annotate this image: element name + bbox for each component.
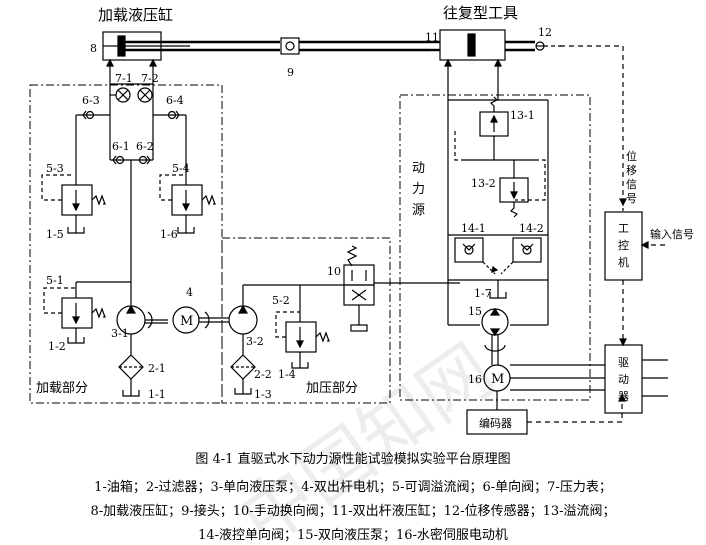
- loading-region: [29, 84, 223, 404]
- loading-cylinder: [102, 31, 280, 67]
- labels: 加载液压缸 往复型工具 8 9 11 12 7-1 7-2 6-3 6-4 6-…: [36, 4, 694, 430]
- svg-text:6-4: 6-4: [166, 94, 184, 107]
- svg-text:16: 16: [468, 373, 482, 386]
- industrial-controller: [604, 211, 665, 347]
- pressure-gauge-7-2: [137, 87, 153, 103]
- svg-text:驱: 驱: [618, 356, 629, 369]
- svg-text:M: M: [180, 314, 193, 329]
- svg-text:1-1: 1-1: [148, 388, 166, 401]
- figure-caption: 图 4-1 直驱式水下动力源性能试验模拟实验平台原理图: [195, 452, 511, 467]
- svg-text:动: 动: [412, 161, 425, 176]
- legend-line-3: 14-液控单向阀；15-双向液压泵；16-水密伺服电动机: [198, 528, 508, 543]
- svg-text:2-2: 2-2: [254, 368, 272, 381]
- svg-text:13-2: 13-2: [471, 177, 496, 190]
- svg-text:1-2: 1-2: [48, 340, 66, 353]
- tool-cylinder: [430, 29, 535, 67]
- pressure-gauge-7-1: [110, 87, 131, 103]
- svg-text:7-2: 7-2: [141, 72, 159, 85]
- filter-2-1: [118, 354, 144, 397]
- loading-part-label: 加载部分: [36, 381, 88, 396]
- legend-line-1: 1-油箱；2-过滤器；3-单向液压泵；4-双出杆电机；5-可调溢流阀；6-单向阀…: [94, 480, 612, 495]
- legend-line-2: 8-加载液压缸；9-接头；10-手动换向阀；11-双出杆液压缸；12-位移传感器…: [90, 504, 616, 519]
- displacement-sensor: [535, 41, 627, 211]
- svg-text:号: 号: [626, 192, 637, 205]
- pump-3-2: [222, 284, 344, 355]
- svg-text:6-3: 6-3: [82, 94, 100, 107]
- svg-text:6-1: 6-1: [112, 140, 130, 153]
- svg-text:工: 工: [618, 222, 629, 235]
- encoder: [466, 393, 626, 435]
- loading-pipes: [75, 66, 187, 305]
- svg-text:位: 位: [626, 149, 637, 163]
- svg-text:3-2: 3-2: [246, 335, 264, 348]
- power-source-pipes: [447, 66, 549, 326]
- relief-valve-13-2: [499, 160, 529, 218]
- bidirectional-pump: [481, 307, 509, 365]
- svg-text:1-7: 1-7: [474, 287, 492, 300]
- svg-text:5-3: 5-3: [46, 162, 64, 175]
- svg-text:9: 9: [287, 66, 294, 79]
- svg-text:M: M: [491, 372, 504, 387]
- power-source-region: [399, 94, 591, 401]
- svg-text:11: 11: [425, 31, 439, 44]
- pilot-check-valve-14-2: [491, 237, 542, 275]
- svg-text:6-2: 6-2: [136, 140, 154, 153]
- servo-driver: [604, 344, 668, 414]
- servo-motor: [483, 364, 605, 410]
- svg-text:1-4: 1-4: [278, 368, 296, 381]
- svg-text:15: 15: [468, 305, 482, 318]
- svg-text:信: 信: [626, 178, 637, 191]
- svg-text:力: 力: [412, 182, 425, 197]
- svg-text:14-2: 14-2: [519, 222, 544, 235]
- relief-valve-5-3: [41, 174, 106, 234]
- svg-text:源: 源: [412, 203, 425, 218]
- svg-text:3-1: 3-1: [111, 327, 129, 340]
- svg-text:1-6: 1-6: [160, 228, 178, 241]
- svg-text:1-5: 1-5: [46, 228, 64, 241]
- tank-1-7: [489, 280, 507, 299]
- svg-text:控: 控: [618, 238, 629, 252]
- svg-text:5-2: 5-2: [272, 294, 290, 307]
- svg-text:10: 10: [327, 265, 341, 278]
- svg-text:编码器: 编码器: [479, 416, 512, 430]
- svg-text:5-4: 5-4: [172, 162, 190, 175]
- filter-2-2: [230, 354, 256, 395]
- svg-text:5-1: 5-1: [46, 274, 64, 287]
- svg-text:13-1: 13-1: [510, 109, 535, 122]
- relief-valve-5-4: [159, 174, 216, 234]
- svg-text:输入信号: 输入信号: [650, 227, 694, 241]
- pressurizing-region: [221, 237, 391, 404]
- svg-text:8: 8: [90, 42, 97, 55]
- svg-text:2-1: 2-1: [148, 362, 166, 375]
- pressurizing-part-label: 加压部分: [306, 381, 358, 396]
- tool-title: 往复型工具: [443, 4, 518, 22]
- svg-text:动: 动: [618, 373, 629, 386]
- svg-text:4: 4: [186, 286, 193, 299]
- coupling: [280, 37, 430, 55]
- svg-text:1-3: 1-3: [254, 388, 272, 401]
- pilot-check-valve-14-1: [454, 237, 496, 275]
- svg-text:14-1: 14-1: [461, 222, 486, 235]
- motor-4: [172, 306, 222, 334]
- svg-text:器: 器: [618, 390, 629, 403]
- pump-3-1: [116, 304, 168, 355]
- manual-directional-valve: [343, 245, 460, 332]
- svg-text:机: 机: [618, 255, 629, 269]
- svg-text:7-1: 7-1: [115, 72, 133, 85]
- relief-valve-13-1: [465, 96, 535, 161]
- relief-valve-5-1: [43, 287, 106, 344]
- svg-text:移: 移: [626, 164, 637, 177]
- check-valves-loading: [82, 110, 180, 165]
- loading-cylinder-title: 加载液压缸: [98, 6, 173, 24]
- relief-valve-5-2: [275, 285, 330, 369]
- svg-text:12: 12: [538, 26, 552, 39]
